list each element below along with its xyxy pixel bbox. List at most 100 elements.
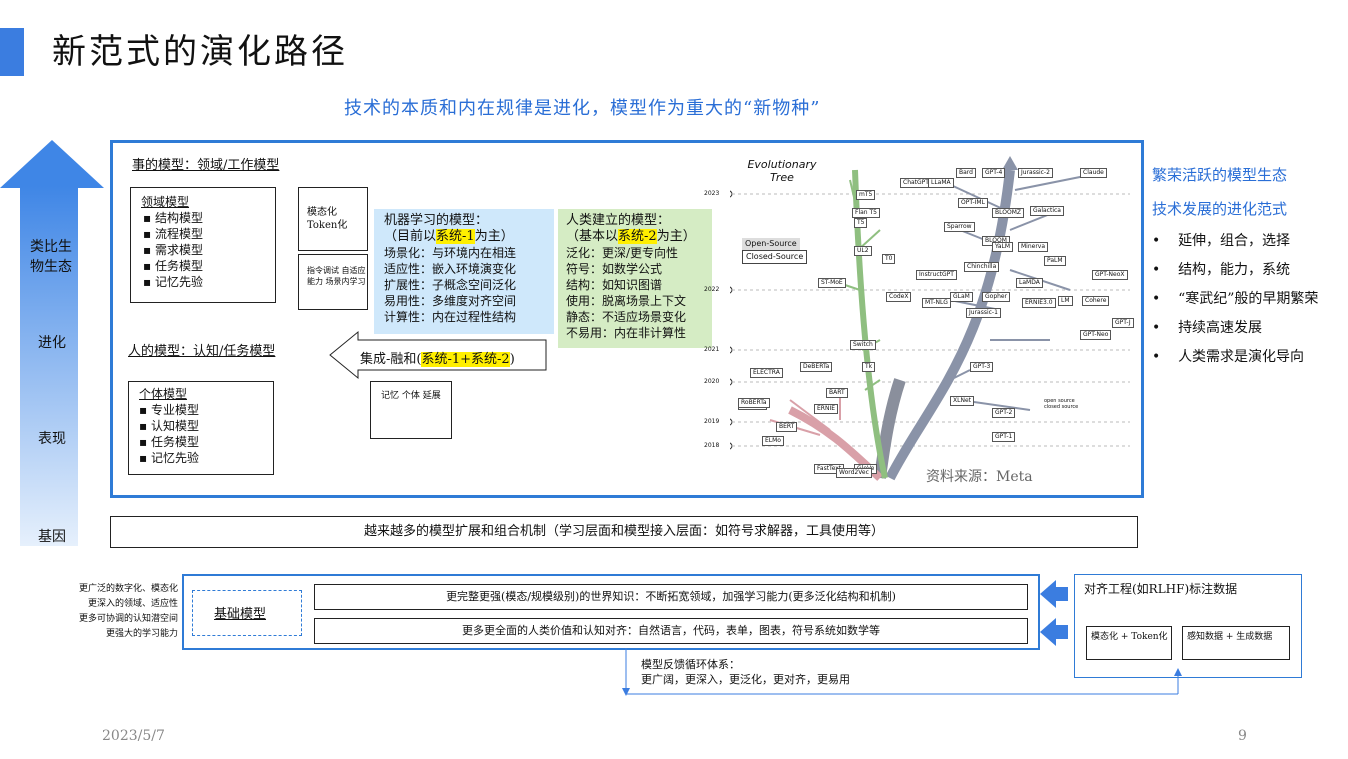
tree-node: LLaMA [928, 178, 954, 188]
tree-node: Word2Vec [836, 468, 872, 478]
alignment-perception-box: 感知数据 + 生成数据 [1182, 626, 1290, 660]
tree-node: GPT-4 [982, 168, 1006, 178]
world-knowledge-row: 更完整更强(模态/规模级别)的世界知识：不断拓宽领域，加强学习能力(更多泛化结构… [314, 584, 1028, 610]
tree-node: LaMDA [1016, 278, 1043, 288]
list-item: ▪ 需求模型 [143, 243, 203, 257]
tree-node: CodeX [886, 292, 912, 302]
lower-left-notes: 更广泛的数字化、模态化 更深入的领域、适应性 更多可协调的认知潜空间 更强大的学… [40, 582, 178, 642]
alignment-data-title: 对齐工程(如RLHF)标注数据 [1084, 582, 1238, 596]
footer-page-number: 9 [1238, 728, 1247, 744]
tree-node: BLOOMZ [992, 208, 1024, 218]
tree-node: MT-NLG [922, 298, 951, 308]
alignment-data-box [1074, 574, 1302, 678]
tree-node: GPT-J [1112, 318, 1134, 328]
side-label-expression: 表现 [38, 431, 66, 447]
list-item: ▪ 任务模型 [139, 435, 199, 449]
ml-row: 场景化：与环境内在相连 [384, 246, 517, 260]
human-row: 符号：如数学公式 [566, 262, 663, 276]
human-row: 泛化：更深/更专向性 [566, 246, 679, 260]
ml-model-subtitle: （目前以系统-1为主） [384, 229, 514, 244]
list-item: ▪ 流程模型 [143, 227, 203, 241]
year-label: 2020 [704, 378, 720, 385]
tree-node: YaLM [992, 242, 1014, 252]
right-title-paradigm: 技术发展的进化范式 [1152, 200, 1288, 218]
year-label: 2021 [704, 346, 720, 353]
evolution-arrow-shaft [20, 186, 78, 546]
align-arrow-bottom-shaft [1054, 625, 1068, 639]
feedback-loop-arrows [622, 648, 1182, 696]
ml-model-title: 机器学习的模型： [384, 213, 489, 228]
right-title-ecosystem: 繁荣活跃的模型生态 [1152, 166, 1288, 184]
tree-node: ERNIE [814, 404, 839, 414]
extension-mechanism-bar: 越来越多的模型扩展和组合机制（学习层面和模型接入层面：如符号求解器，工具使用等） [110, 516, 1138, 548]
human-row: 结构：如知识图谱 [566, 278, 663, 292]
legend-closed-source: Closed-Source [742, 250, 808, 264]
right-bullet: • 结构，能力，系统 [1152, 262, 1291, 278]
tree-node: Minerva [1018, 242, 1049, 252]
human-alignment-row: 更多更全面的人类价值和认知对齐：自然语言，代码，表单，图表，符号系统如数学等 [314, 618, 1028, 644]
page-title: 新范式的演化路径 [52, 32, 348, 72]
tree-source: 资料来源：Meta [926, 469, 1033, 485]
tree-node: mT5 [856, 190, 876, 200]
ml-row: 扩展性：子概念空间泛化 [384, 278, 517, 292]
tree-node: Claude [1080, 168, 1107, 178]
side-label-bio: 类比生物生态 [30, 239, 72, 275]
main-diagram-frame [110, 140, 1144, 498]
side-label-evolution: 进化 [38, 335, 66, 351]
tree-node: GPT-3 [970, 362, 994, 372]
list-item: ▪ 结构模型 [143, 211, 203, 225]
evolution-arrow-head [0, 140, 104, 188]
right-bullet: • 持续高速发展 [1152, 320, 1263, 336]
ml-row: 适应性：嵌入环境演变化 [384, 262, 517, 276]
tree-node: GPT-1 [992, 432, 1016, 442]
right-bullet: • 延伸，组合，选择 [1152, 233, 1291, 249]
human-row: 静态：不适应场景变化 [566, 310, 687, 324]
year-label: 2023 [704, 190, 720, 197]
tree-node: Jurassic-2 [1018, 168, 1053, 178]
ml-model-panel: 机器学习的模型： （目前以系统-1为主） 场景化：与环境内在相连 适应性：嵌入环… [374, 209, 554, 334]
individual-model-box: 个体模型 ▪ 专业模型 ▪ 认知模型 ▪ 任务模型 ▪ 记忆先验 [128, 381, 274, 475]
tree-node: ELMo [762, 436, 784, 446]
domain-model-title: 领域模型 [141, 195, 190, 209]
tree-node: Tk [862, 362, 876, 372]
tree-graphic [711, 152, 1130, 481]
stack-legend-closed: closed source [1044, 404, 1079, 410]
feedback-items: 更广阔，更深入，更泛化，更对齐，更易用 [641, 673, 850, 686]
tree-node: RoBERTa [738, 398, 770, 408]
tree-node: GPT-Neo [1080, 330, 1112, 340]
base-model-frame [182, 574, 1040, 650]
person-model-title: 人的模型：认知/任务模型 [128, 344, 276, 359]
list-item: ▪ 专业模型 [139, 403, 199, 417]
domain-model-box: 领域模型 ▪ 结构模型 ▪ 流程模型 ▪ 需求模型 ▪ 任务模型 ▪ 记忆先验 [130, 187, 276, 303]
stack-legend-open: open source [1044, 398, 1075, 404]
footer-date: 2023/5/7 [102, 728, 165, 744]
integrate-label: 集成-融和(系统-1+系统-2) [360, 352, 515, 367]
tree-node: Galactica [1030, 206, 1064, 216]
human-model-title: 人类建立的模型： [566, 213, 671, 228]
instruct-tuning-box: 指令调试 自适应能力 场景内学习 [298, 254, 368, 310]
ml-row: 计算性：内在过程性结构 [384, 310, 517, 324]
align-arrow-bottom [1040, 618, 1056, 646]
tree-node: GPT-2 [992, 408, 1016, 418]
align-arrow-top-shaft [1054, 587, 1068, 601]
right-bullet: • “寒武纪”般的早期繁荣 [1152, 291, 1319, 307]
list-item: ▪ 记忆先验 [143, 275, 203, 289]
tree-node: PaLM [1044, 256, 1066, 266]
memory-box: 记忆 个体 延展 [370, 381, 452, 439]
tree-node: UL2 [854, 246, 872, 256]
human-row: 不易用：内在非计算性 [566, 326, 687, 340]
ml-row: 易用性：多维度对齐空间 [384, 294, 517, 308]
tree-node: ST-MoE [818, 278, 846, 288]
tree-node: XLNet [950, 396, 974, 406]
tree-node: OPT-IML [958, 198, 988, 208]
tree-node: Flan T5 [852, 208, 880, 218]
list-item: ▪ 认知模型 [139, 419, 199, 433]
year-label: 2018 [704, 442, 720, 449]
tree-node: ERNIE3.0 [1022, 298, 1056, 308]
year-label: 2022 [704, 286, 720, 293]
tree-node: Jurassic-1 [966, 308, 1001, 318]
tree-node: GPT-NeoX [1092, 270, 1128, 280]
alignment-modal-box: 模态化 + Token化 [1086, 626, 1172, 660]
tree-node: DeBERTa [800, 362, 833, 372]
human-model-panel: 人类建立的模型： （基本以系统-2为主） 泛化：更深/更专向性 符号：如数学公式… [558, 209, 712, 348]
